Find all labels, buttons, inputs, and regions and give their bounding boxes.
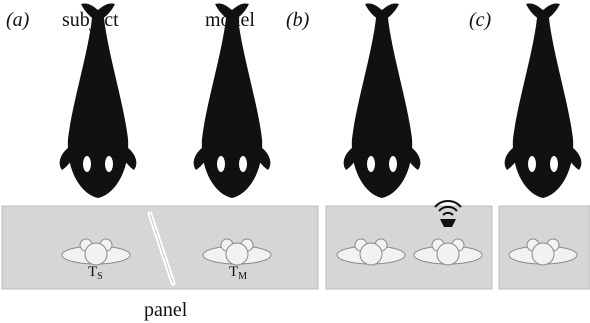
orca-model-icon (193, 3, 271, 198)
target-subject-label-sub: S (97, 271, 103, 282)
target-model-label: TM (229, 264, 247, 282)
orca-subject-icon (59, 3, 137, 198)
panel-c-tag: (c) (469, 9, 492, 31)
panel-b-tag: (b) (286, 9, 310, 31)
target-model-label-main: T (229, 264, 238, 280)
orca-panel-c-icon (504, 3, 582, 198)
panel-a-tag: (a) (6, 9, 30, 31)
target-model-label-sub: M (238, 271, 247, 282)
orca-panel-b-icon (343, 3, 421, 198)
target-subject-label-main: T (88, 264, 97, 280)
speaker-icon (434, 200, 462, 227)
target-subject-label: TS (88, 264, 103, 282)
divider-panel-edge (149, 213, 174, 284)
panel-label: panel (144, 299, 188, 321)
